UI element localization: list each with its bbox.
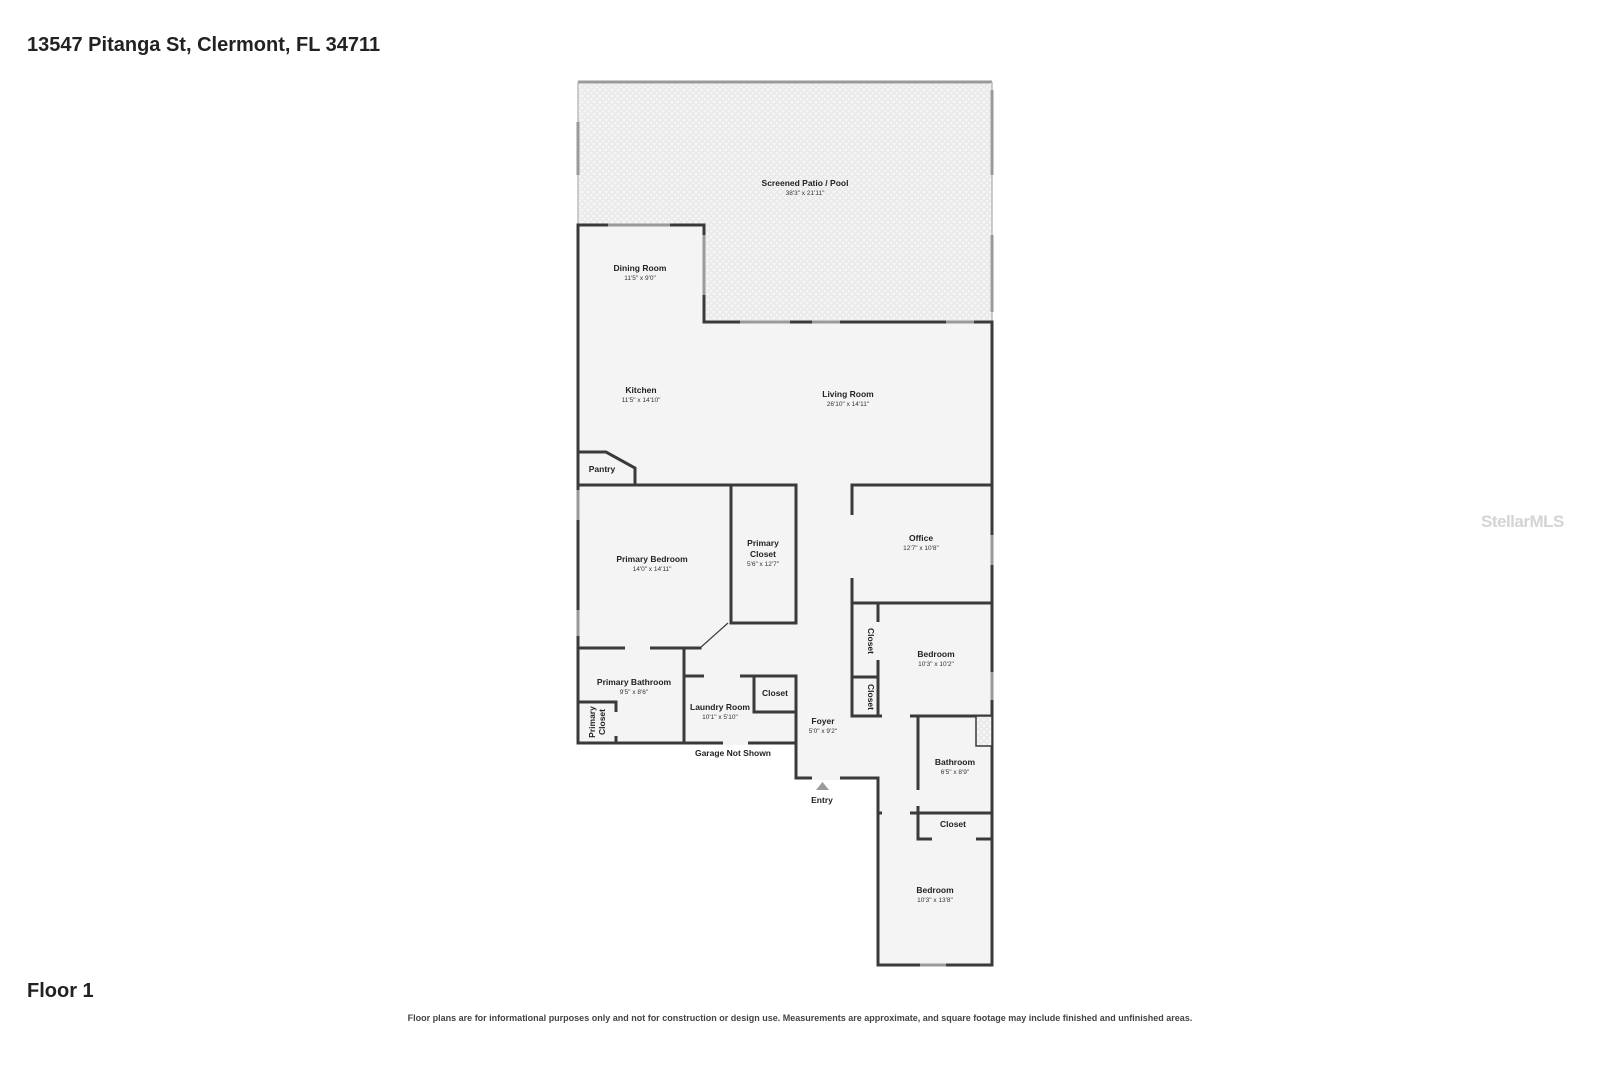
room-living-dims: 26'10" x 14'11" — [827, 401, 870, 408]
room-closet-a-name: Closet — [866, 628, 876, 654]
room-office-dims: 12'7" x 10'8" — [903, 545, 939, 552]
room-bathroom-name: Bathroom — [935, 757, 976, 767]
room-bedroom3-dims: 10'3" x 13'8" — [917, 897, 953, 904]
room-kitchen-name: Kitchen — [625, 385, 656, 395]
exterior-walls — [576, 223, 994, 967]
interior-floor — [578, 225, 992, 965]
entry-label: Entry — [811, 795, 833, 805]
room-office-name: Office — [909, 533, 933, 543]
room-bathroom-dims: 6'5" x 8'9" — [941, 769, 970, 776]
door-gaps — [614, 515, 976, 841]
room-pantry-name: Pantry — [589, 464, 616, 474]
room-foyer-name: Foyer — [811, 716, 835, 726]
room-dining-name: Dining Room — [614, 263, 667, 273]
room-closet-b-name: Closet — [866, 684, 876, 710]
room-primary-closet-small-name-1: Primary — [587, 706, 597, 738]
room-laundry-name: Laundry Room — [690, 702, 750, 712]
room-foyer-dims: 5'0" x 9'2" — [809, 728, 838, 735]
room-labels: Screened Patio / Pool 38'3" x 21'11" Din… — [587, 178, 976, 904]
watermark-logo: StellarMLS — [1481, 512, 1564, 531]
room-kitchen-dims: 11'5" x 14'10" — [622, 397, 661, 404]
room-primary-closet-small-name-2: Closet — [597, 709, 607, 735]
room-laundry-dims: 10'1" x 5'10" — [702, 714, 738, 721]
interior-walls — [576, 450, 994, 841]
room-living-name: Living Room — [822, 389, 874, 399]
garage-note: Garage Not Shown — [695, 748, 771, 758]
floor-label: Floor 1 — [27, 980, 94, 1002]
room-primary-bedroom-name: Primary Bedroom — [616, 554, 688, 564]
room-bedroom2-dims: 10'3" x 10'2" — [918, 661, 954, 668]
room-primary-closet-name-1: Primary — [747, 538, 779, 548]
room-bath-closet-name: Closet — [940, 819, 966, 829]
windows — [576, 90, 994, 967]
room-primary-bathroom-dims: 9'5" x 8'6" — [620, 689, 649, 696]
room-primary-bedroom-dims: 14'0" x 14'11" — [633, 566, 672, 573]
room-bedroom2-name: Bedroom — [917, 649, 955, 659]
room-primary-bathroom-name: Primary Bathroom — [597, 677, 672, 687]
room-primary-closet-dims: 5'6" x 12'7" — [747, 561, 780, 568]
room-primary-closet-name-2: Closet — [750, 549, 776, 559]
room-bedroom3-name: Bedroom — [916, 885, 954, 895]
entry-arrow-icon — [816, 782, 829, 790]
room-patio-dims: 38'3" x 21'11" — [786, 190, 825, 197]
room-dining-dims: 11'5" x 9'0" — [624, 275, 656, 282]
disclaimer-text: Floor plans are for informational purpos… — [407, 1013, 1193, 1023]
page-title: 13547 Pitanga St, Clermont, FL 34711 — [27, 34, 381, 56]
room-laundry-closet-name: Closet — [762, 688, 788, 698]
room-patio-name: Screened Patio / Pool — [762, 178, 849, 188]
